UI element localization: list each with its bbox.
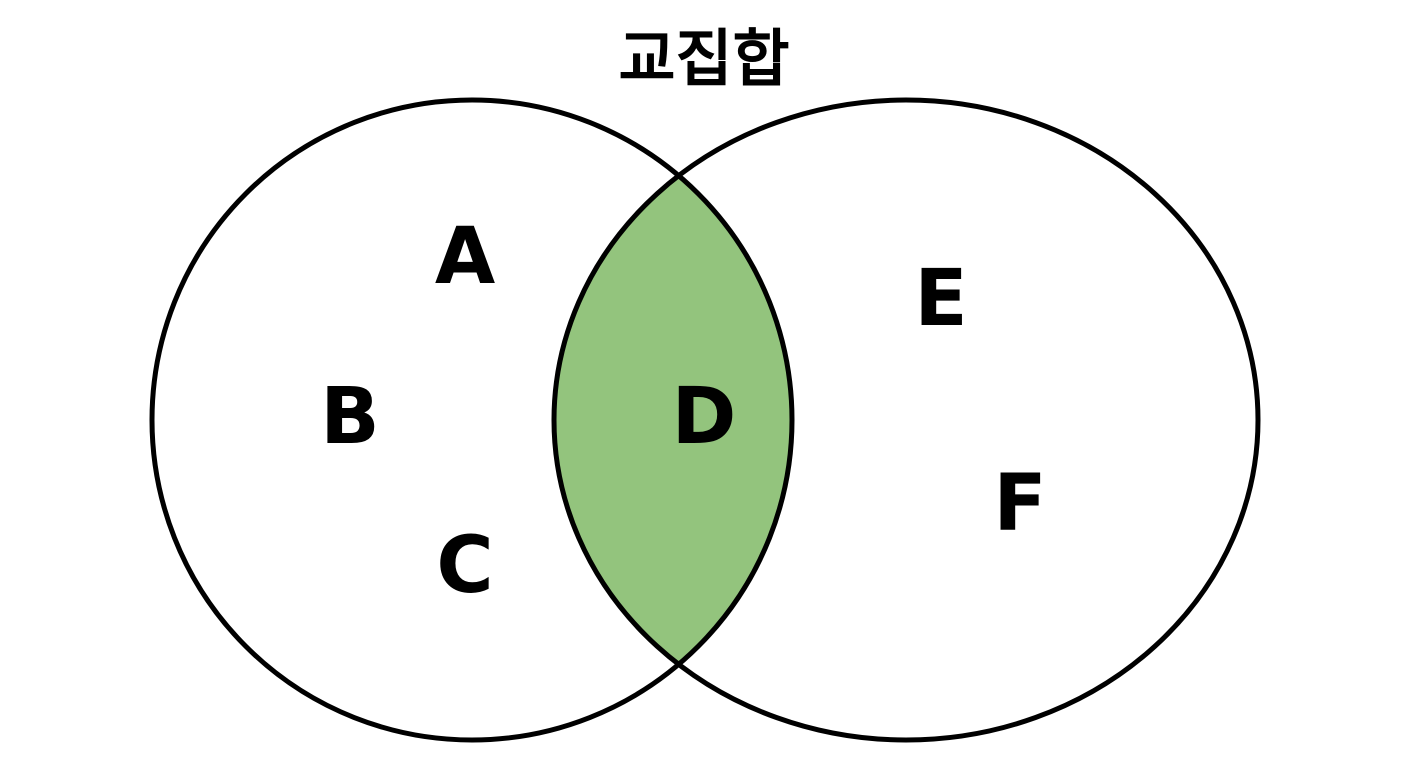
left-set-circle — [149, 97, 795, 743]
right-set-circle — [551, 97, 1261, 743]
element-b: B — [320, 372, 379, 462]
element-f: F — [993, 459, 1046, 549]
element-a: A — [435, 212, 495, 302]
element-d: D — [672, 372, 737, 462]
element-c: C — [436, 521, 493, 611]
intersection-region — [554, 100, 792, 740]
diagram-title: 교집합 — [618, 22, 789, 95]
element-e: E — [914, 254, 967, 344]
